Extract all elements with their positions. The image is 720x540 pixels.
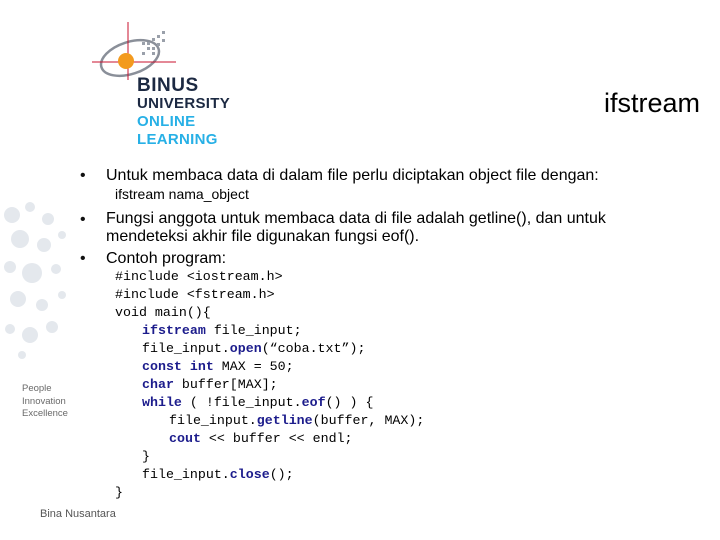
code-line: char buffer[MAX]; [142, 376, 278, 394]
code-text: file_input. [142, 467, 230, 482]
footer-text: Bina Nusantara [40, 508, 116, 520]
code-line: file_input.open(“coba.txt”); [142, 340, 365, 358]
dot-pattern [4, 202, 66, 359]
logo-word-learning: LEARNING [137, 131, 218, 148]
tagline-line: Innovation [22, 395, 66, 407]
code-text: MAX = 50; [213, 359, 294, 374]
binus-logo: BINUS UNIVERSITY ONLINE LEARNING [137, 76, 230, 149]
code-text: file_input. [169, 413, 257, 428]
bullet-text: Untuk membaca data di dalam file perlu d… [106, 167, 599, 184]
code-keyword: ifstream [142, 323, 206, 338]
code-text: file_input; [205, 323, 302, 338]
code-line: while ( !file_input.eof() ) { [142, 394, 373, 412]
code-line: const int MAX = 50; [142, 358, 294, 376]
code-text: void main(){ [115, 305, 211, 320]
code-keyword: const int [142, 359, 214, 374]
code-keyword: eof [301, 395, 326, 410]
code-keyword: cout [169, 431, 201, 446]
code-keyword: getline [256, 413, 313, 428]
code-text: (“coba.txt”); [261, 341, 366, 356]
code-line: #include <iostream.h> [115, 268, 283, 286]
slide-title: ifstream [603, 88, 700, 118]
code-line: ifstream file_input; [142, 322, 302, 340]
tagline-line: Excellence [22, 408, 68, 419]
logo-word-university: UNIVERSITY [137, 95, 231, 112]
logo-word-online: ONLINE [137, 113, 196, 130]
code-text: file_input. [142, 341, 230, 356]
code-line: cout << buffer << endl; [169, 430, 353, 448]
bullet-text: Contoh program: [106, 250, 227, 267]
code-text: #include <fstream.h> [115, 287, 275, 302]
bullet-text: mendeteksi akhir file digunakan fungsi e… [106, 228, 420, 245]
code-text: (buffer, MAX); [312, 413, 425, 428]
code-line: file_input.getline(buffer, MAX); [169, 412, 424, 430]
code-keyword: char [142, 377, 174, 392]
code-line: #include <fstream.h> [115, 286, 275, 304]
code-keyword: close [229, 467, 270, 482]
bullet-dot: • [80, 167, 86, 184]
code-line: } [142, 448, 150, 466]
bullet-text: Fungsi anggota untuk membaca data di fil… [106, 210, 606, 227]
code-line: void main(){ [115, 304, 211, 322]
code-text: #include <iostream.h> [115, 269, 283, 284]
code-text: buffer[MAX]; [173, 377, 278, 392]
tagline-line: People [22, 383, 52, 394]
tagline: People Innovation Excellence [22, 383, 68, 421]
code-text: << buffer << endl; [200, 431, 353, 446]
code-text: (); [269, 467, 294, 482]
code-line: } [115, 484, 123, 502]
code-keyword: while [142, 395, 182, 410]
code-text: } [142, 449, 150, 464]
code-text: } [115, 485, 123, 500]
bullet-dot: • [80, 250, 86, 267]
code-line: file_input.close(); [142, 466, 294, 484]
bullet-dot: • [80, 211, 86, 228]
sub-item: ifstream nama_object [115, 186, 249, 202]
code-text: ( !file_input. [181, 395, 302, 410]
logo-word-binus: BINUS [137, 75, 199, 96]
binus-logo-mark [92, 22, 176, 80]
code-keyword: open [229, 341, 262, 356]
code-text: () ) { [325, 395, 374, 410]
